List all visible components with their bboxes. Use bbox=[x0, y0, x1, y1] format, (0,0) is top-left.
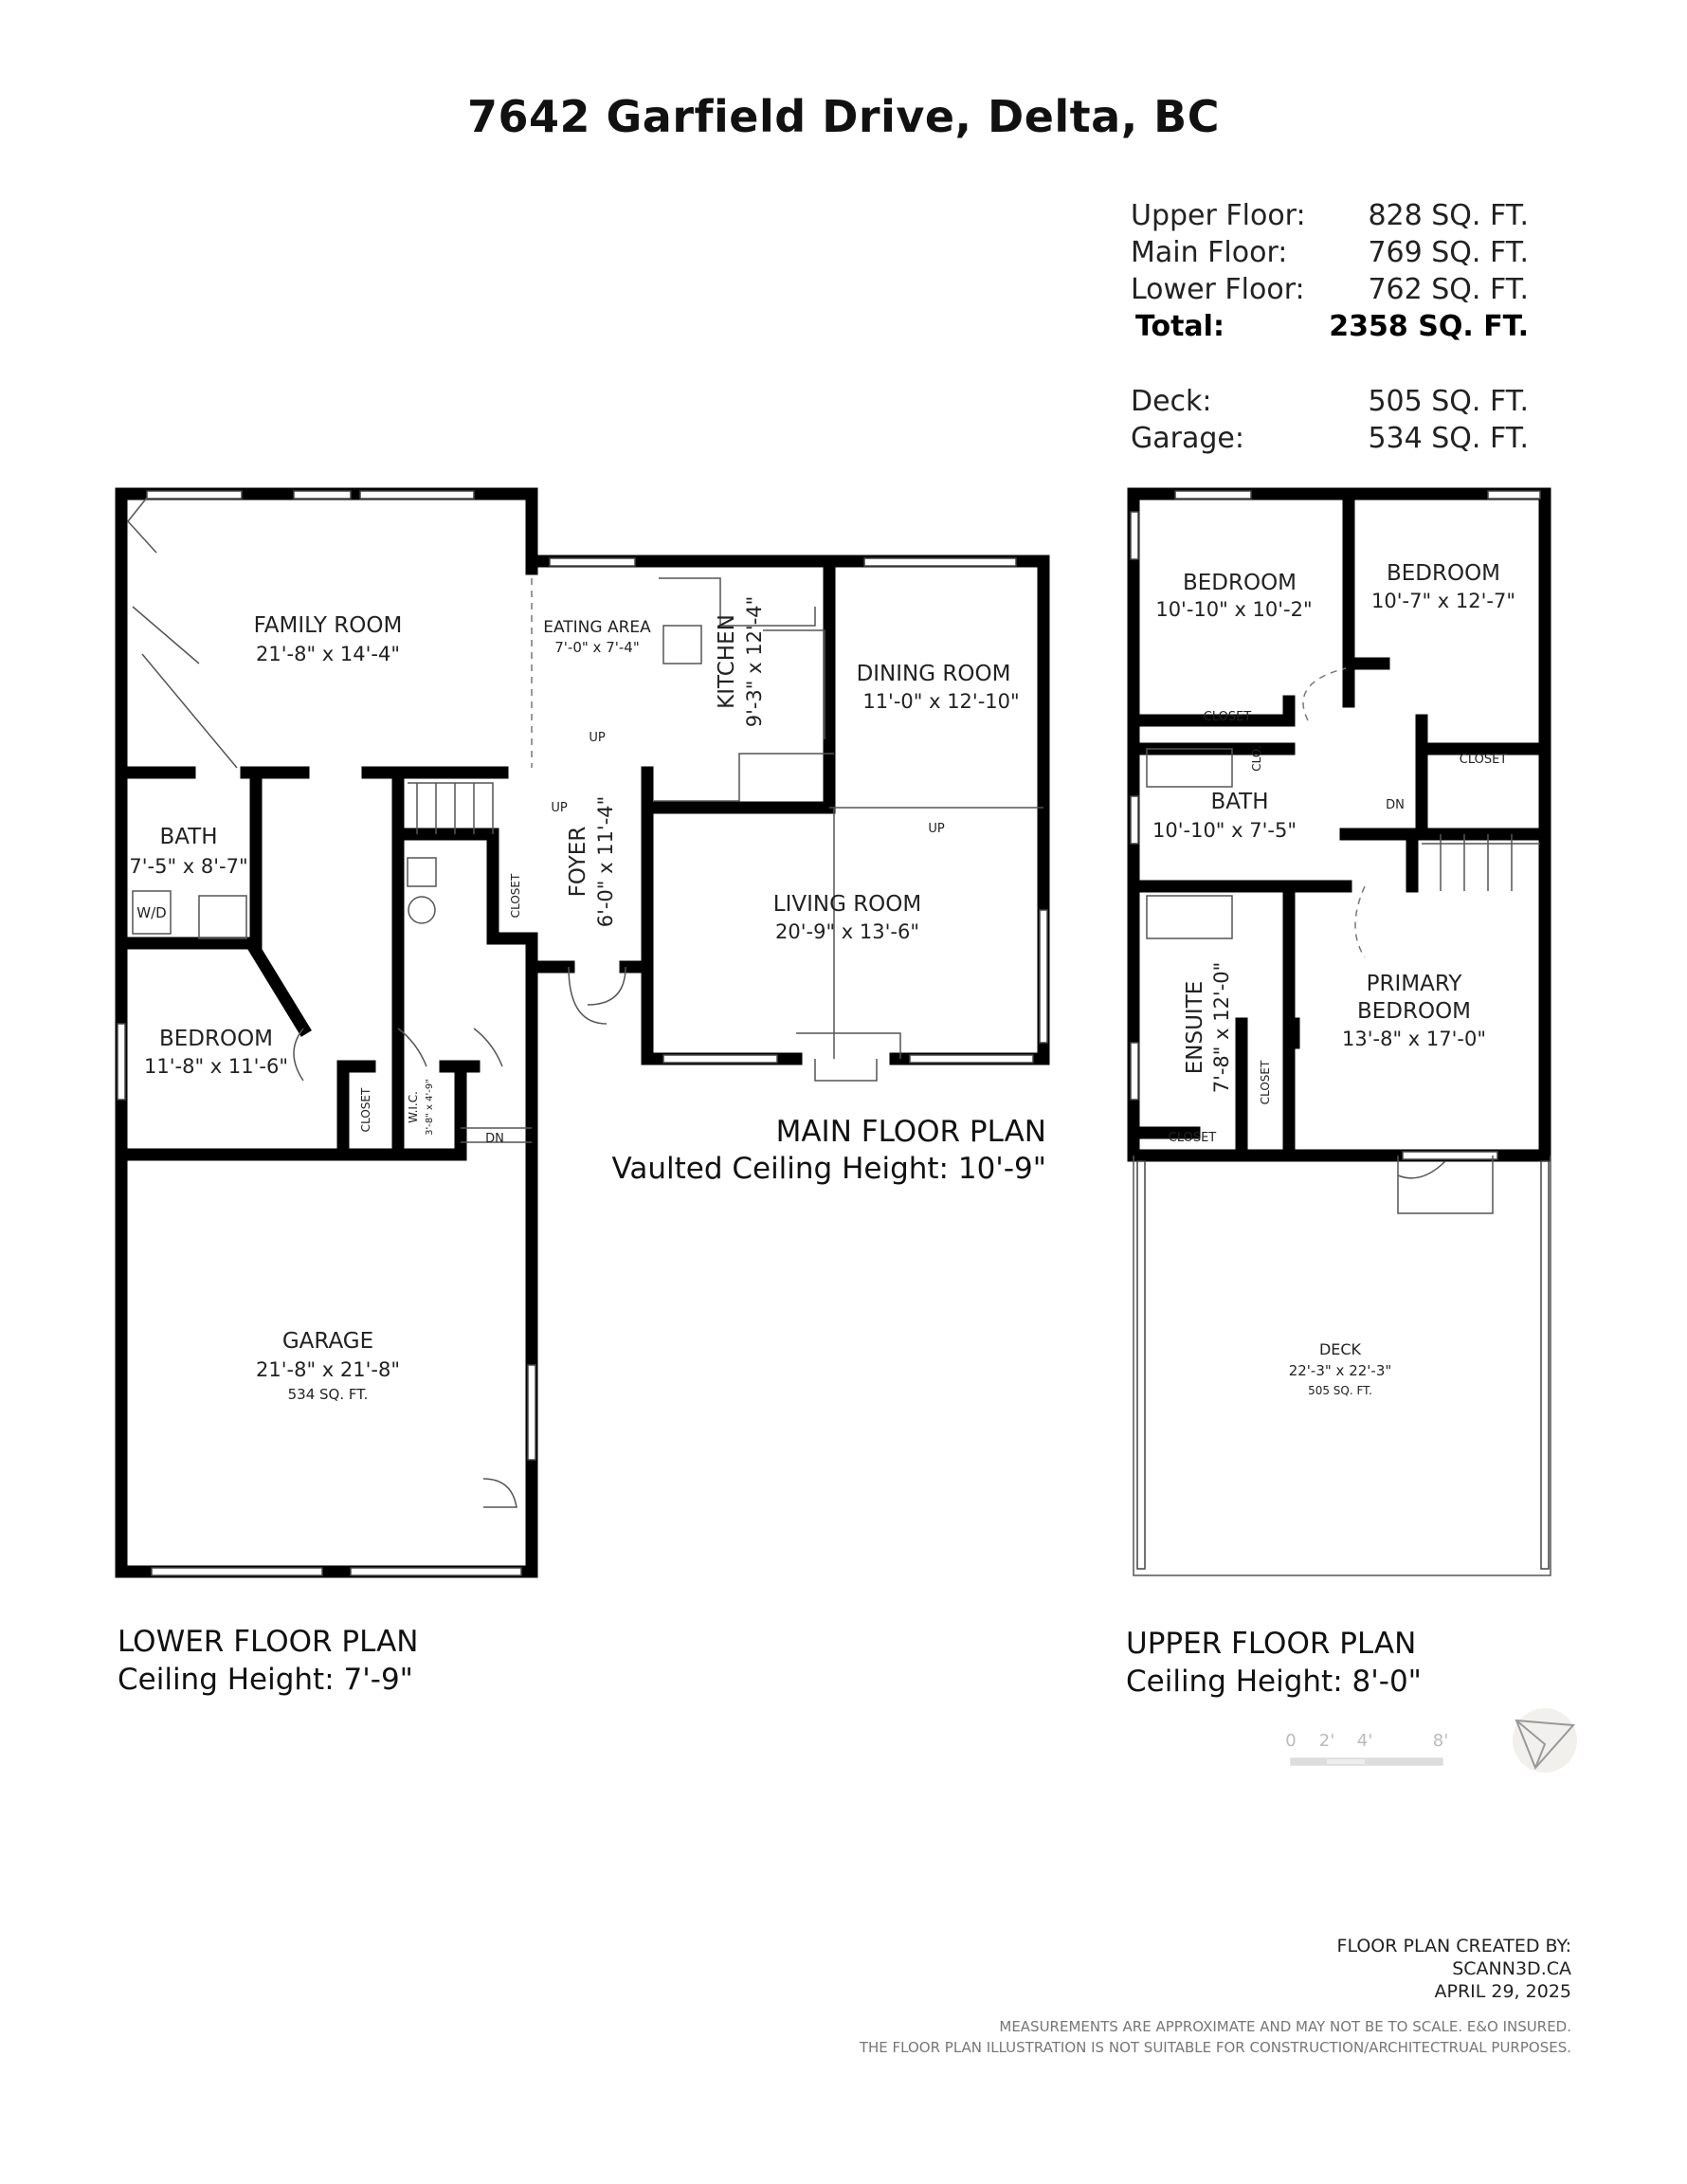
clo-label: CLO. bbox=[1250, 745, 1263, 771]
kitchen-label: KITCHEN bbox=[715, 614, 739, 709]
scale-tick: 0 bbox=[1285, 1731, 1296, 1751]
dining-room-dims: 11'-0" x 12'-10" bbox=[862, 690, 1019, 713]
closet-label: CLOSET bbox=[1460, 753, 1508, 767]
bath-label: BATH bbox=[159, 825, 217, 849]
dining-room-label: DINING ROOM bbox=[857, 662, 1011, 686]
deck-dims: 22'-3" x 22'-3" bbox=[1289, 1362, 1392, 1379]
credits-date: APRIL 29, 2025 bbox=[1434, 1981, 1572, 2002]
area-row-total: Total: 2358 SQ. FT. bbox=[1131, 310, 1529, 343]
wd-label: W/D bbox=[136, 904, 166, 921]
bath-dims: 10'-10" x 7'-5" bbox=[1152, 819, 1297, 842]
scale-bar: 0 2' 4' 8' bbox=[1285, 1731, 1448, 1766]
ensuite-dims: 7'-8" x 12'-0" bbox=[1210, 962, 1233, 1094]
disclaimer-line: MEASUREMENTS ARE APPROXIMATE AND MAY NOT… bbox=[999, 2018, 1571, 2035]
eating-area-label: EATING AREA bbox=[543, 618, 651, 637]
stairs-up-label: UP bbox=[928, 822, 945, 836]
lower-main-labels: FAMILY ROOM 21'-8" x 14'-4" EATING AREA … bbox=[129, 596, 1019, 1403]
area-label: Total: bbox=[1135, 310, 1224, 343]
lower-main-floor-walls bbox=[115, 487, 1050, 1578]
lower-floor-plan-subtitle: Ceiling Height: 7'-9" bbox=[118, 1663, 413, 1697]
wic-dims: 3'-8" x 4'-9" bbox=[425, 1079, 435, 1136]
stairs-down-label: DN bbox=[485, 1132, 504, 1146]
stairs-up-label: UP bbox=[551, 801, 568, 815]
closet-label: CLOSET bbox=[1204, 710, 1252, 724]
credits-line: FLOOR PLAN CREATED BY: bbox=[1336, 1936, 1571, 1956]
bath-label: BATH bbox=[1210, 790, 1268, 814]
closet-label: CLOSET bbox=[1259, 1060, 1272, 1104]
area-row-deck: Deck: 505 SQ. FT. bbox=[1131, 385, 1529, 418]
living-room-label: LIVING ROOM bbox=[773, 892, 922, 917]
main-floor-plan-title: MAIN FLOOR PLAN bbox=[775, 1115, 1046, 1149]
area-row-main: Main Floor: 769 SQ. FT. bbox=[1131, 236, 1529, 269]
area-label: Garage: bbox=[1131, 422, 1244, 455]
bath-dims: 7'-5" x 8'-7" bbox=[129, 855, 247, 878]
scale-tick: 8' bbox=[1433, 1731, 1448, 1751]
upper-labels: BEDROOM 10'-10" x 10'-2" BEDROOM 10'-7" … bbox=[1152, 561, 1515, 1397]
bedroom1-label: BEDROOM bbox=[1183, 571, 1297, 595]
area-label: Upper Floor: bbox=[1131, 199, 1306, 232]
foyer-label: FOYER bbox=[566, 827, 590, 898]
garage-dims: 21'-8" x 21'-8" bbox=[256, 1358, 400, 1381]
area-label: Main Floor: bbox=[1131, 236, 1288, 269]
foyer-closet-label: CLOSET bbox=[509, 873, 522, 918]
area-value: 505 SQ. FT. bbox=[1368, 385, 1529, 418]
paper-plane-compass-logo-icon bbox=[1513, 1708, 1577, 1773]
foyer-dims: 6'-0" x 11'-4" bbox=[594, 796, 617, 928]
upper-floor-plan-title: UPPER FLOOR PLAN bbox=[1126, 1627, 1417, 1661]
closet-label: CLOSET bbox=[1169, 1131, 1217, 1145]
family-room-dims: 21'-8" x 14'-4" bbox=[256, 643, 400, 665]
disclaimer-line: THE FLOOR PLAN ILLUSTRATION IS NOT SUITA… bbox=[859, 2039, 1571, 2056]
garage-area: 534 SQ. FT. bbox=[288, 1386, 369, 1403]
area-row-lower: Lower Floor: 762 SQ. FT. bbox=[1131, 273, 1529, 306]
stairs-up-label: UP bbox=[589, 731, 606, 745]
page-title: 7642 Garfield Drive, Delta, BC bbox=[466, 91, 1220, 142]
primary-label-1: PRIMARY bbox=[1367, 972, 1463, 996]
kitchen-dims: 9'-3" x 12'-4" bbox=[743, 596, 766, 728]
scale-tick: 2' bbox=[1319, 1731, 1334, 1751]
deck-area: 505 SQ. FT. bbox=[1308, 1384, 1372, 1397]
primary-label-2: BEDROOM bbox=[1357, 999, 1471, 1024]
stairs-down-label: DN bbox=[1386, 798, 1405, 812]
eating-area-dims: 7'-0" x 7'-4" bbox=[554, 639, 639, 656]
deck-label: DECK bbox=[1319, 1340, 1362, 1358]
living-room-dims: 20'-9" x 13'-6" bbox=[775, 920, 919, 943]
primary-dims: 13'-8" x 17'-0" bbox=[1342, 1028, 1486, 1050]
bedroom-label: BEDROOM bbox=[159, 1027, 273, 1051]
area-value: 762 SQ. FT. bbox=[1368, 273, 1529, 306]
bedroom2-label: BEDROOM bbox=[1387, 561, 1500, 586]
bedroom-closet-label: CLOSET bbox=[359, 1087, 372, 1132]
upper-floor-walls bbox=[1127, 487, 1551, 1576]
main-floor-plan-subtitle: Vaulted Ceiling Height: 10'-9" bbox=[611, 1152, 1046, 1186]
area-label: Deck: bbox=[1131, 385, 1212, 418]
credits-company: SCANN3D.CA bbox=[1452, 1958, 1571, 1979]
area-value: 769 SQ. FT. bbox=[1368, 236, 1529, 269]
family-room-label: FAMILY ROOM bbox=[254, 613, 403, 638]
area-value: 828 SQ. FT. bbox=[1368, 199, 1529, 232]
bedroom2-dims: 10'-7" x 12'-7" bbox=[1371, 590, 1515, 612]
upper-floor-plan-subtitle: Ceiling Height: 8'-0" bbox=[1126, 1665, 1422, 1699]
scale-tick: 4' bbox=[1357, 1731, 1372, 1751]
wic-label: W.I.C. bbox=[407, 1091, 420, 1123]
bedroom-dims: 11'-8" x 11'-6" bbox=[144, 1055, 288, 1078]
area-row-upper: Upper Floor: 828 SQ. FT. bbox=[1131, 199, 1529, 232]
ensuite-label: ENSUITE bbox=[1183, 981, 1207, 1075]
area-row-garage: Garage: 534 SQ. FT. bbox=[1131, 422, 1529, 455]
area-value: 534 SQ. FT. bbox=[1368, 422, 1529, 455]
area-value: 2358 SQ. FT. bbox=[1329, 310, 1529, 343]
bedroom1-dims: 10'-10" x 10'-2" bbox=[1155, 598, 1312, 621]
garage-label: GARAGE bbox=[282, 1329, 373, 1354]
area-label: Lower Floor: bbox=[1131, 273, 1305, 306]
lower-floor-plan-title: LOWER FLOOR PLAN bbox=[118, 1625, 419, 1659]
